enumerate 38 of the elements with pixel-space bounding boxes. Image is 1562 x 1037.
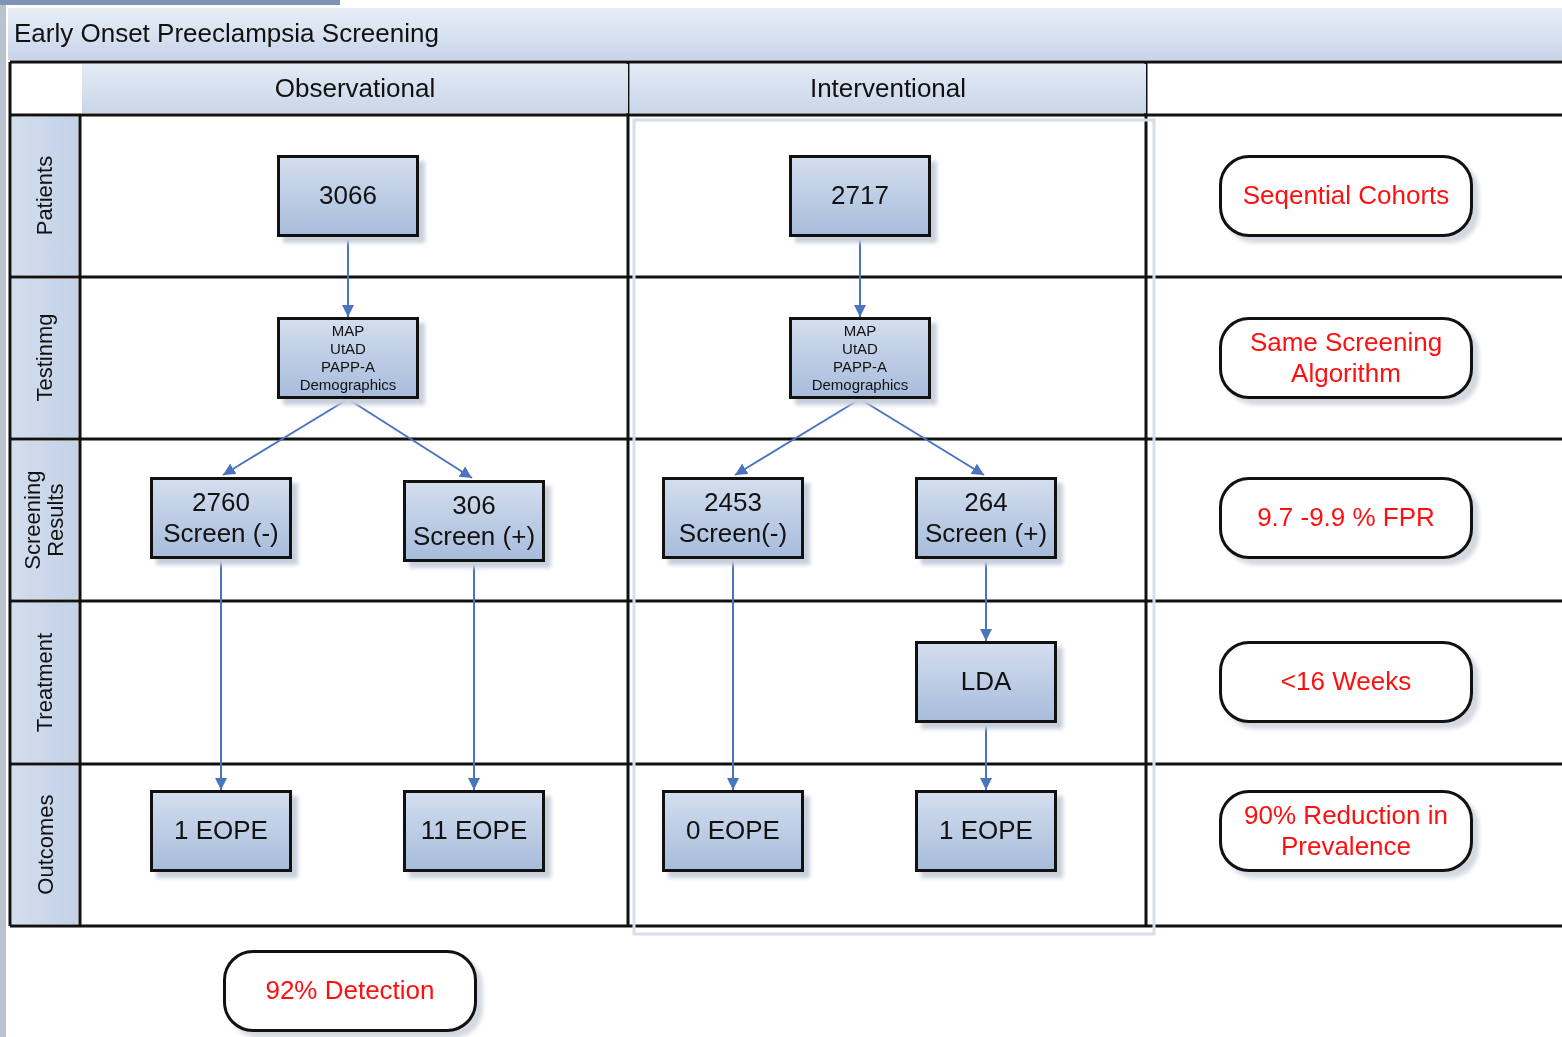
rounded-note-box: Seqential Cohorts — [1219, 155, 1473, 237]
lane-label: Outcomes — [33, 794, 57, 896]
process-box: 306 Screen (+) — [403, 480, 545, 562]
process-box: 11 EOPE — [403, 790, 545, 872]
arrow — [222, 398, 349, 476]
rounded-note-box: 9.7 -9.9 % FPR — [1219, 477, 1473, 559]
rounded-note-box: Same Screening Algorithm — [1219, 317, 1473, 399]
column-header: Observational — [82, 64, 628, 113]
arrow — [468, 561, 480, 791]
arrow — [980, 722, 992, 791]
arrow — [215, 558, 227, 791]
arrow — [980, 558, 992, 642]
process-box: LDA — [915, 641, 1057, 723]
rounded-note-box: 92% Detection — [223, 950, 477, 1032]
arrow — [854, 236, 866, 318]
arrow — [859, 398, 985, 476]
lane-label: Screening Results — [21, 470, 69, 570]
rounded-note-box: <16 Weeks — [1219, 641, 1473, 723]
process-box: 1 EOPE — [915, 790, 1057, 872]
arrow — [342, 236, 354, 318]
column-header: Interventional — [630, 64, 1146, 113]
rounded-note-box: 90% Reduction in Prevalence — [1219, 790, 1473, 872]
process-box: 1 EOPE — [150, 790, 292, 872]
lane-label: Treatment — [33, 632, 57, 733]
arrow — [727, 558, 739, 791]
arrow — [734, 398, 861, 476]
process-box: 2453 Screen(-) — [662, 477, 804, 559]
process-box: MAP UtAD PAPP-A Demographics — [789, 317, 931, 399]
title-bar: Early Onset Preeclampsia Screening — [8, 8, 1562, 60]
lane-label: Patients — [33, 156, 57, 236]
process-box: 264 Screen (+) — [915, 477, 1057, 559]
process-box: MAP UtAD PAPP-A Demographics — [277, 317, 419, 399]
lane-label: Testinmg — [33, 314, 57, 402]
process-box: 0 EOPE — [662, 790, 804, 872]
process-box: 2760 Screen (-) — [150, 477, 292, 559]
process-box: 3066 — [277, 155, 419, 237]
process-box: 2717 — [789, 155, 931, 237]
arrow — [347, 398, 473, 479]
